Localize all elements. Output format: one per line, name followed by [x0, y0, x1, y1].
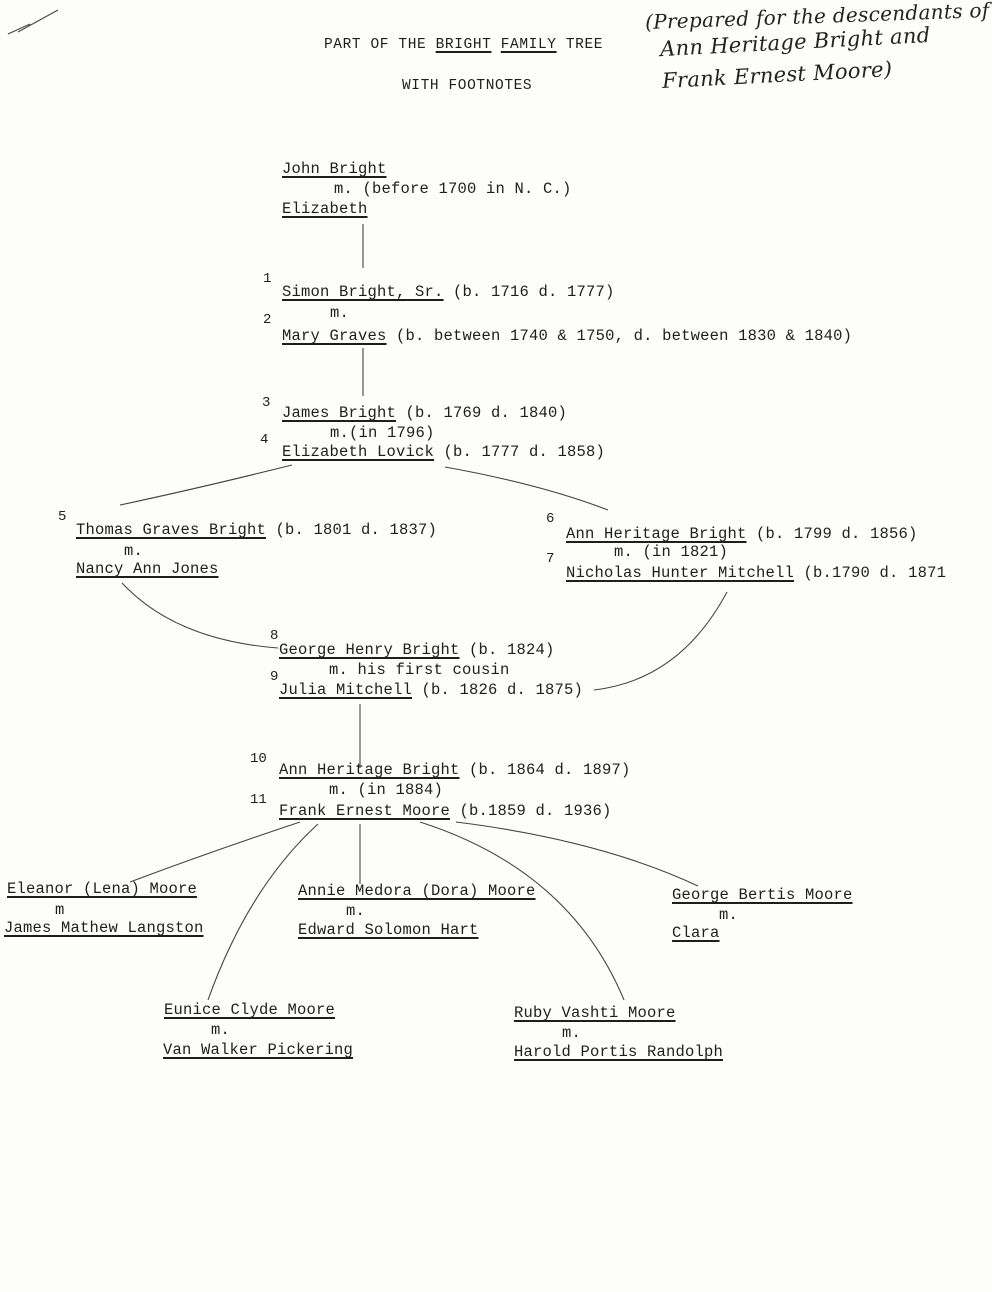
spouse-name: Elizabeth: [282, 200, 368, 218]
child-spouse: Edward Solomon Hart: [298, 921, 479, 939]
person-name: John Bright: [282, 160, 387, 178]
child-spouse: Clara: [672, 924, 720, 942]
marriage-note: m.: [330, 304, 350, 322]
marriage-note: m.: [719, 906, 739, 924]
child-spouse: James Mathew Langston: [4, 919, 204, 937]
marriage-note: m. (before 1700 in N. C.): [334, 180, 572, 198]
spouse-line: Julia Mitchell (b. 1826 d. 1875): [279, 681, 584, 699]
marriage-note: m.: [562, 1024, 582, 1042]
footnote-number: 1: [263, 271, 272, 287]
line-nancy-to-george: [121, 582, 279, 649]
child-name: Eunice Clyde Moore: [164, 1001, 336, 1019]
line-james-to-ann: [444, 466, 609, 511]
line-to-ruby: [419, 821, 625, 1001]
child-spouse: Harold Portis Randolph: [514, 1043, 724, 1061]
person-line: George Henry Bright (b. 1824): [279, 641, 555, 659]
child-name: Annie Medora (Dora) Moore: [298, 882, 536, 900]
child-name: Ruby Vashti Moore: [514, 1004, 676, 1022]
marriage-note: m. (in 1884): [329, 781, 444, 799]
person-line: Simon Bright, Sr. (b. 1716 d. 1777): [282, 283, 615, 301]
spouse-line: Nicholas Hunter Mitchell (b.1790 d. 1871: [566, 564, 947, 582]
page-title: PART OF THE BRIGHT FAMILY TREE: [324, 37, 604, 53]
title-bright-word: BRIGHT: [435, 37, 492, 53]
footnote-number: 11: [250, 792, 267, 808]
spouse-line: Mary Graves (b. between 1740 & 1750, d. …: [282, 327, 853, 345]
person-line: Ann Heritage Bright (b. 1864 d. 1897): [279, 761, 631, 779]
footnote-number: 3: [262, 395, 271, 411]
footnote-number: 7: [546, 551, 555, 567]
child-name: Eleanor (Lena) Moore: [7, 880, 198, 898]
footnote-number: 8: [270, 628, 279, 644]
person-line: Ann Heritage Bright (b. 1799 d. 1856): [566, 525, 918, 543]
marriage-note: m: [55, 901, 65, 919]
line-to-eunice: [207, 823, 319, 1001]
footnote-number: 6: [546, 511, 555, 527]
footnote-number: 10: [250, 751, 267, 767]
child-name: George Bertis Moore: [672, 886, 853, 904]
footnote-number: 5: [58, 509, 67, 525]
footnote-number: 4: [260, 432, 269, 448]
line-james-to-thomas: [119, 464, 293, 506]
spouse-name: Nancy Ann Jones: [76, 560, 219, 578]
line-nicholas-to-julia: [593, 591, 728, 691]
title-family-word: FAMILY: [500, 37, 557, 53]
marriage-note: m. his first cousin: [329, 661, 510, 679]
marriage-note: m. (in 1821): [614, 543, 729, 561]
footnote-number: 2: [263, 312, 272, 328]
line-to-george-bertis: [455, 821, 699, 887]
page-subtitle: WITH FOOTNOTES: [402, 78, 533, 94]
spouse-line: Elizabeth Lovick (b. 1777 d. 1858): [282, 443, 606, 461]
person-line: Thomas Graves Bright (b. 1801 d. 1837): [76, 521, 438, 539]
marriage-note: m.: [346, 902, 366, 920]
spouse-line: Frank Ernest Moore (b.1859 d. 1936): [279, 802, 612, 820]
line-to-eleanor: [129, 821, 301, 883]
footnote-number: 9: [270, 669, 279, 685]
marriage-note: m.(in 1796): [330, 424, 435, 442]
marriage-note: m.: [211, 1021, 231, 1039]
child-spouse: Van Walker Pickering: [163, 1041, 354, 1059]
person-line: James Bright (b. 1769 d. 1840): [282, 404, 568, 422]
corner-pen-stroke: [7, 9, 59, 35]
marriage-note: m.: [124, 542, 144, 560]
